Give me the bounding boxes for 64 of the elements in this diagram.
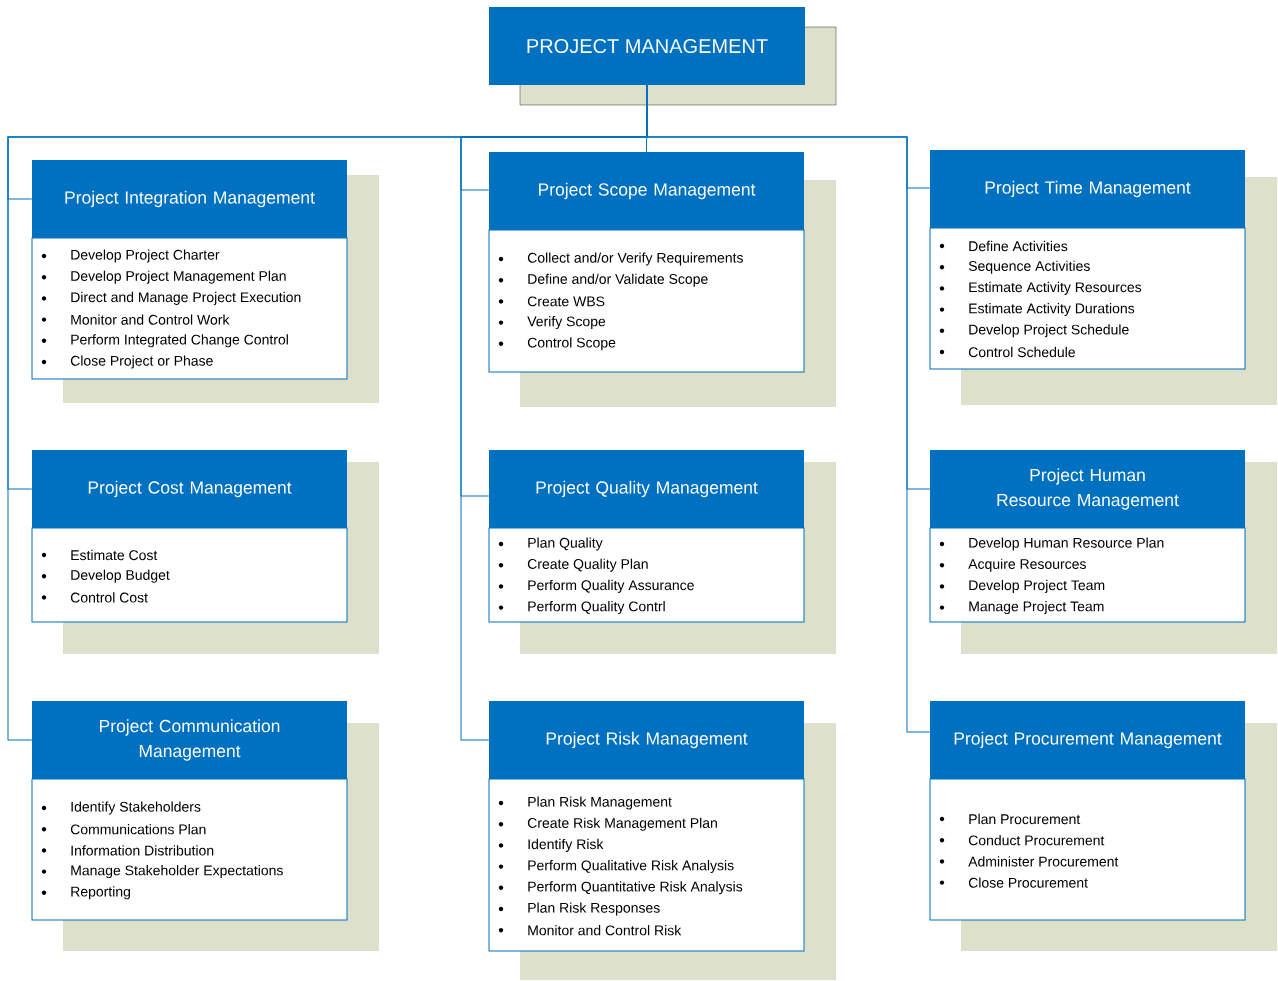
card-heading: Project Quality Management: [536, 480, 758, 498]
bullet-item: Manage Stakeholder Expectations: [41, 865, 283, 879]
bullet-item: Sequence Activities: [939, 260, 1090, 274]
bullet-item: Estimate Cost: [41, 549, 158, 561]
title-box: PROJECT MANAGEMENT: [489, 7, 837, 106]
card: [31, 701, 379, 951]
bullet-item: Plan Quality: [498, 537, 603, 551]
bullet-item: Verify Scope: [498, 316, 606, 330]
bullet-item: Perform Integrated Change Control: [41, 334, 288, 348]
bullet-item: Conduct Procurement: [939, 835, 1105, 846]
bullet-item: Collect and/or Verify Requirements: [498, 252, 743, 266]
bullet-item: Control Cost: [41, 592, 148, 603]
card: [488, 450, 836, 654]
bullet-item: Plan Risk Responses: [498, 902, 660, 916]
bullet-item: Acquire Resources: [939, 558, 1086, 572]
bullet-item: Administer Procurement: [939, 856, 1119, 867]
bullet-item: Control Schedule: [939, 346, 1075, 358]
bullet-item: Identify Risk: [498, 838, 604, 852]
bullet-item: Estimate Activity Resources: [939, 281, 1142, 295]
bullet-item: Define Activities: [939, 240, 1068, 252]
bullet-item: Develop Project Charter: [41, 249, 220, 263]
bullet-item: Develop Project Management Plan: [41, 270, 286, 284]
connector: [460, 84, 648, 191]
bullet-item: Develop Project Schedule: [939, 324, 1129, 338]
card: [929, 450, 1277, 654]
bullet-item: Plan Procurement: [939, 813, 1081, 825]
card-heading: Project Procurement Management: [954, 731, 1222, 749]
bullet-item: Develop Budget: [41, 569, 170, 583]
bullet-item: Perform Quality Assurance: [498, 579, 694, 593]
bullet-item: Close Project or Phase: [41, 355, 213, 369]
card-heading: Project Cost Management: [88, 480, 292, 498]
bullet-item: Reporting: [41, 886, 130, 900]
bullet-item: Create Quality Plan: [498, 558, 648, 572]
bullet-item: Perform Quality Contrl: [498, 601, 665, 615]
bullet-item: Monitor and Control Risk: [498, 925, 682, 936]
bullet-item: Identify Stakeholders: [41, 801, 201, 815]
bullet-item: Create Risk Management Plan: [498, 817, 717, 831]
bullet-item: Develop Human Resource Plan: [939, 537, 1164, 551]
bullet-item: Perform Qualitative Risk Analysis: [498, 860, 734, 874]
bullet-item: Communications Plan: [41, 824, 206, 835]
bullet-item: Close Procurement: [939, 877, 1088, 888]
bullet-item: Manage Project Team: [939, 601, 1104, 615]
bullet-item: Control Scope: [498, 337, 616, 351]
bullet-item: Perform Quantitative Risk Analysis: [498, 881, 743, 895]
card-heading: Project Integration Management: [65, 190, 315, 208]
card-heading: Project Risk Management: [546, 731, 748, 749]
bullet-item: Develop Project Team: [939, 579, 1105, 593]
card-heading: Project Human Resource Management: [997, 468, 1179, 510]
card: [488, 701, 836, 980]
bullet-item: Define and/or Validate Scope: [498, 273, 708, 287]
bullet-item: Plan Risk Management: [498, 796, 672, 810]
card: [31, 160, 379, 403]
card: [929, 701, 1277, 951]
bullet-item: Estimate Activity Durations: [939, 303, 1135, 317]
card-heading: Project Scope Management: [539, 182, 756, 200]
card-heading: Project Communication Management: [100, 719, 280, 761]
card: [488, 152, 836, 407]
bullet-item: Create WBS: [498, 296, 605, 307]
card: [929, 150, 1277, 405]
card-heading: Project Time Management: [985, 180, 1191, 198]
bullet-item: Direct and Manage Project Execution: [41, 291, 301, 305]
card: [31, 450, 379, 654]
bullet-item: Monitor and Control Work: [41, 314, 230, 325]
bullet-item: Information Distribution: [41, 845, 214, 856]
